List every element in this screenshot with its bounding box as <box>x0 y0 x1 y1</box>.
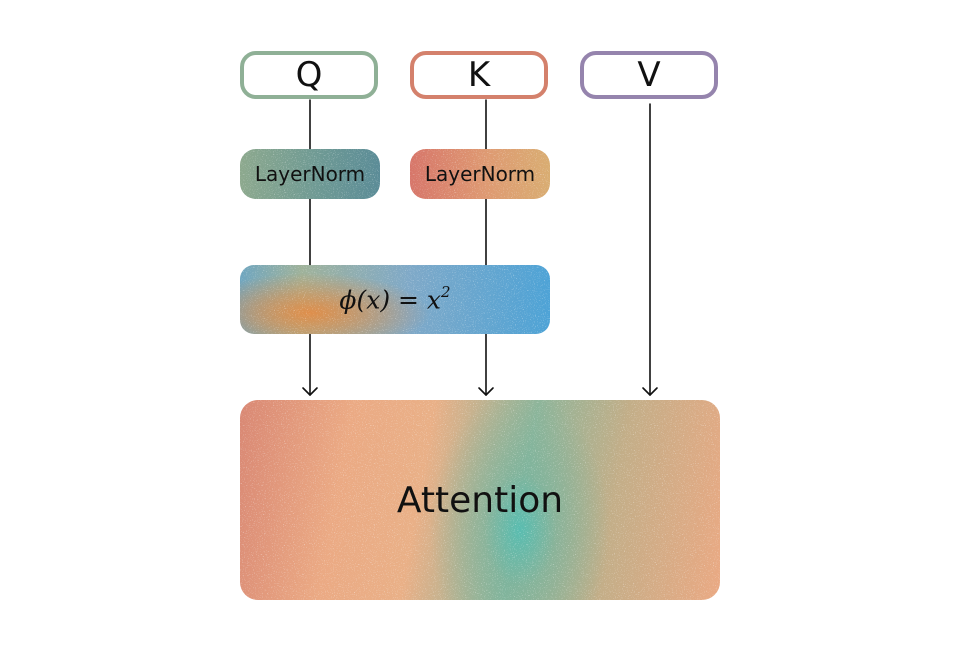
attention-label: Attention <box>396 479 564 521</box>
k-layernorm-label: LayerNorm <box>424 162 536 186</box>
v-label: V <box>637 55 661 95</box>
feature-map-formula-base: ϕ(x) = x <box>339 285 442 315</box>
v-input-box: V <box>580 51 718 99</box>
feature-map-formula: ϕ(x) = x2 <box>339 282 451 315</box>
q-arrowhead <box>302 387 318 396</box>
attention-box: Attention <box>240 400 720 600</box>
q-input-box: Q <box>240 51 378 99</box>
feature-map-box: ϕ(x) = x2 <box>240 265 550 334</box>
k-arrowhead <box>478 387 494 396</box>
q-layernorm-label: LayerNorm <box>254 162 366 186</box>
k-layernorm-box: LayerNorm <box>410 149 550 199</box>
v-arrowhead <box>642 387 658 396</box>
k-label: K <box>467 55 491 95</box>
k-input-box: K <box>410 51 548 99</box>
q-layernorm-box: LayerNorm <box>240 149 380 199</box>
q-label: Q <box>295 55 323 95</box>
feature-map-formula-exponent: 2 <box>441 282 451 301</box>
